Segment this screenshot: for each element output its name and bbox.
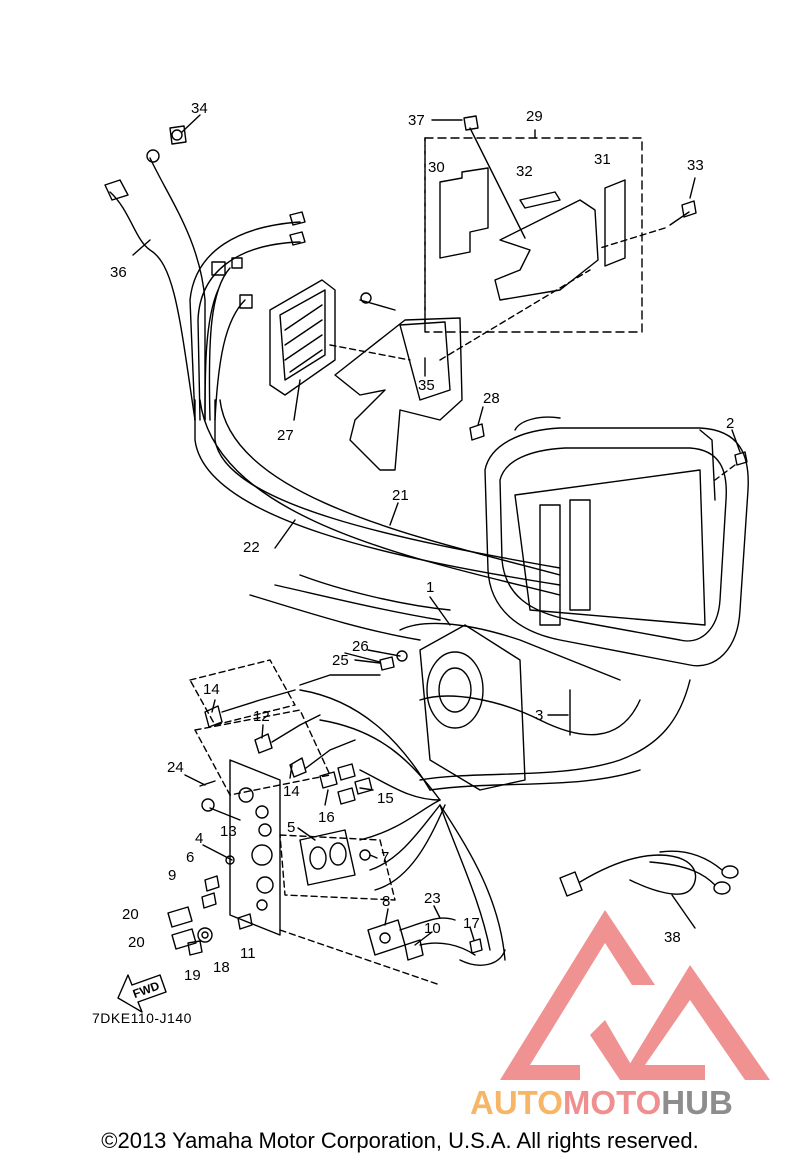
callout-1: 1 [426, 579, 434, 596]
callout-19: 19 [184, 967, 201, 984]
watermark-logo [500, 910, 770, 1080]
diagram-code: 7DKE110-J140 [92, 1010, 192, 1026]
callout-5: 5 [287, 819, 295, 836]
connectors-12-14 [204, 674, 381, 778]
callout-31: 31 [594, 151, 611, 168]
callout-12: 12 [253, 708, 270, 725]
brand-wordmark: AUTOMOTOHUB [470, 1084, 733, 1122]
callout-7: 7 [381, 849, 389, 866]
callout-32: 32 [516, 163, 533, 180]
plate-30 [439, 167, 489, 259]
callout-35: 35 [418, 377, 435, 394]
brand-part-3: HUB [661, 1084, 733, 1121]
panel-wires [299, 689, 506, 966]
callout-36: 36 [110, 264, 127, 281]
callout-18: 18 [213, 959, 230, 976]
callout-24: 24 [167, 759, 184, 776]
callout-17: 17 [463, 915, 480, 932]
callout-4: 4 [195, 830, 203, 847]
callout-38: 38 [664, 929, 681, 946]
fwd-arrow [117, 974, 167, 1013]
brand-part-2: MOTO [562, 1084, 662, 1121]
bolt-33 [599, 200, 697, 249]
switches-15-16 [319, 763, 373, 805]
bracket-31 [494, 199, 599, 301]
callout-8: 8 [382, 893, 390, 910]
callout-37: 37 [408, 112, 425, 129]
callout-15: 15 [377, 790, 394, 807]
bar-32 [519, 191, 561, 209]
mounting-bracket [329, 269, 591, 471]
callout-11: 11 [240, 945, 256, 962]
callout-13: 13 [220, 823, 237, 840]
leader-lines [132, 114, 741, 946]
callout-22: 22 [243, 539, 260, 556]
fwd-label: FWD [131, 978, 162, 1001]
callout-29: 29 [526, 108, 543, 125]
generator-ring-1 [419, 624, 526, 791]
callout-21: 21 [392, 487, 409, 504]
callout-23: 23 [424, 890, 441, 907]
callout-2: 2 [726, 415, 734, 432]
callout-20b: 20 [128, 934, 145, 951]
callout-25: 25 [332, 652, 349, 669]
callout-9: 9 [168, 867, 176, 884]
callout-16: 16 [318, 809, 335, 826]
bolt-28 [469, 423, 485, 441]
brand-part-1: AUTO [470, 1084, 563, 1121]
bracket-31-side [604, 179, 626, 267]
outlet-5 [299, 829, 356, 886]
screw-34 [146, 125, 187, 163]
callout-10: 10 [424, 920, 441, 937]
callout-27: 27 [277, 427, 294, 444]
power-cord-38 [559, 850, 739, 897]
bracket-assembly-box [424, 137, 643, 333]
terminal-7 [359, 849, 371, 861]
screw-17 [469, 938, 483, 954]
callout-28: 28 [483, 390, 500, 407]
bolt-2 [734, 451, 748, 466]
frame-housing [484, 416, 749, 667]
callout-14a: 14 [203, 681, 220, 698]
callout-26: 26 [352, 638, 369, 655]
control-unit-27 [269, 279, 336, 396]
leader-37 [469, 127, 526, 239]
terminal-10 [404, 939, 424, 961]
callout-6: 6 [186, 849, 194, 866]
callout-33: 33 [687, 157, 704, 174]
clip-37 [463, 115, 479, 131]
small-hardware [167, 780, 253, 956]
cable-tubes [194, 399, 561, 596]
callout-30: 30 [428, 159, 445, 176]
callout-numbers: 1 2 3 4 5 6 7 8 9 10 11 12 13 14 14 15 1… [110, 100, 734, 984]
copyright-notice: ©2013 Yamaha Motor Corporation, U.S.A. A… [101, 1128, 699, 1153]
callout-3: 3 [535, 707, 543, 724]
control-panel [189, 659, 441, 986]
callout-34: 34 [191, 100, 208, 117]
wire-harness-36 [104, 157, 306, 421]
callout-20a: 20 [122, 906, 139, 923]
breaker-8 [367, 919, 406, 956]
callout-14b: 14 [283, 783, 300, 800]
